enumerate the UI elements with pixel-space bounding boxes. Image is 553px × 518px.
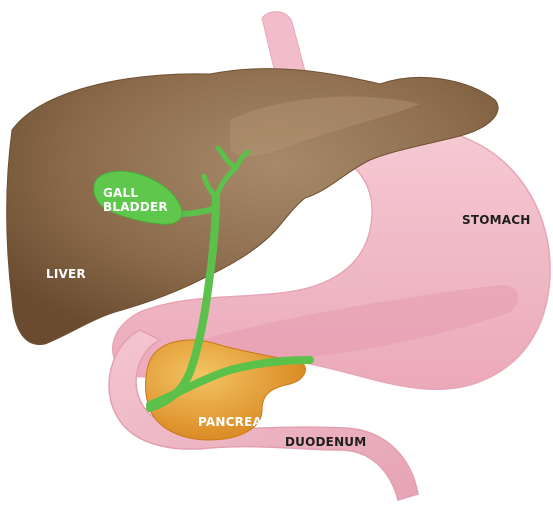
label-bladder: BLADDER [103, 200, 168, 214]
label-stomach: STOMACH [462, 213, 531, 227]
label-gall: GALL [103, 186, 138, 200]
label-duodenum: DUODENUM [285, 435, 366, 449]
label-pancreas: PANCREAS [198, 415, 271, 429]
label-liver: LIVER [46, 267, 86, 281]
